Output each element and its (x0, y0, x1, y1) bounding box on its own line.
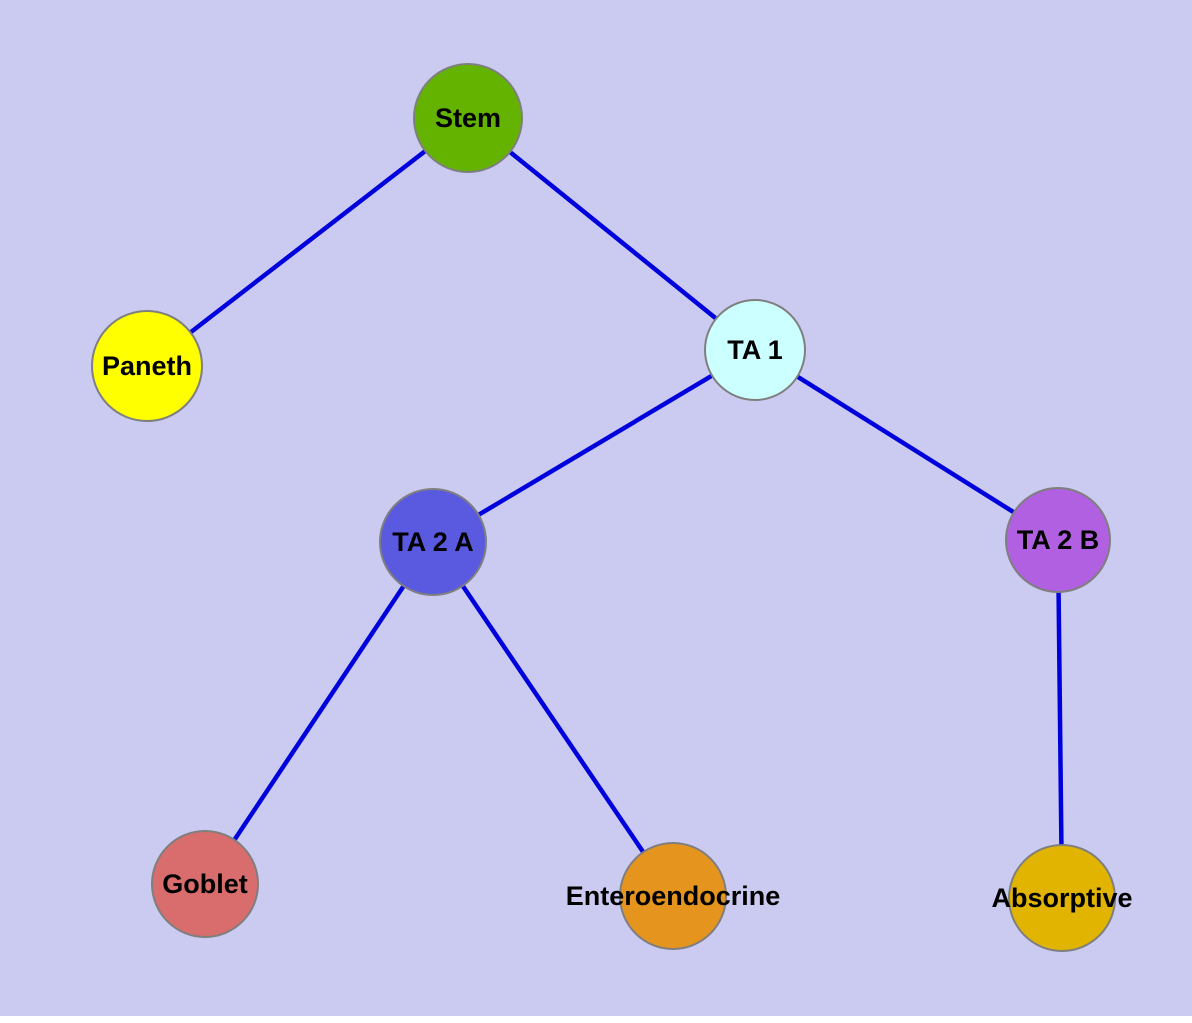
node-ta-2-b[interactable]: TA 2 B (1005, 487, 1111, 593)
edge-stem-to-paneth (144, 115, 471, 369)
ta-2-a-label: TA 2 A (392, 527, 474, 557)
ta-2-a-circle[interactable] (379, 488, 487, 596)
node-goblet[interactable]: Goblet (151, 830, 259, 938)
enteroendocrine-circle[interactable] (619, 842, 727, 950)
edge-ta-2-a-to-goblet (202, 539, 436, 887)
edges-layer (144, 115, 1065, 901)
stem-circle[interactable] (413, 63, 523, 173)
edge-ta-1-to-ta-2-b (752, 347, 1061, 543)
ta-1-label: TA 1 (727, 335, 783, 365)
ta-1-circle[interactable] (704, 299, 806, 401)
edge-ta-2-b-to-absorptive (1055, 537, 1065, 901)
edge-ta-2-a-to-enteroendocrine (430, 539, 676, 899)
goblet-label: Goblet (162, 869, 248, 899)
stem-label: Stem (435, 103, 501, 133)
node-stem[interactable]: Stem (413, 63, 523, 173)
edge-ta-1-to-ta-2-a (430, 347, 758, 545)
node-absorptive[interactable]: Absorptive (991, 844, 1133, 952)
paneth-label: Paneth (102, 351, 192, 381)
ta-2-b-label: TA 2 B (1017, 525, 1100, 555)
node-paneth[interactable]: Paneth (91, 310, 203, 422)
ta-2-b-circle[interactable] (1005, 487, 1111, 593)
goblet-circle[interactable] (151, 830, 259, 938)
node-ta-1[interactable]: TA 1 (704, 299, 806, 401)
node-enteroendocrine[interactable]: Enteroendocrine (566, 842, 781, 950)
enteroendocrine-label: Enteroendocrine (566, 881, 781, 911)
absorptive-label: Absorptive (991, 883, 1132, 913)
edge-stem-to-ta-1 (465, 115, 758, 353)
paneth-circle[interactable] (91, 310, 203, 422)
node-ta-2-a[interactable]: TA 2 A (379, 488, 487, 596)
absorptive-circle[interactable] (1008, 844, 1116, 952)
